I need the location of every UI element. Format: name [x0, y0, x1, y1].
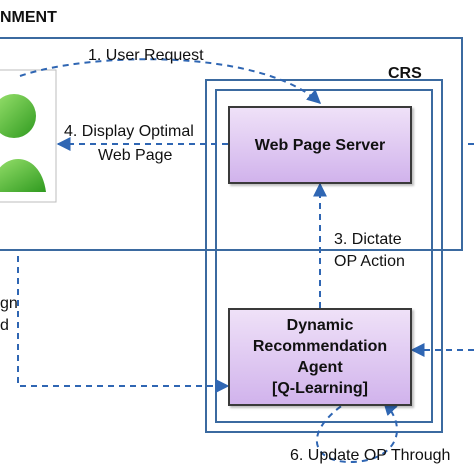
agent-label-2: Recommendation	[252, 338, 388, 355]
agent-label-1: Dynamic	[286, 317, 354, 334]
crs-title: CRS	[388, 65, 422, 82]
web-page-server-label: Web Page Server	[254, 136, 386, 154]
display-page-label-1: 4. Display Optimal	[64, 123, 194, 140]
display-page-label-2: Web Page	[98, 147, 173, 164]
update-label: 6. Update OP Through	[290, 447, 451, 464]
left-fragment-1: gn	[0, 295, 18, 312]
left-input-arrow	[17, 256, 230, 393]
left-fragment-2: d	[0, 317, 9, 334]
user-request-label: 1. User Request	[88, 47, 204, 64]
environment-title: NMENT	[0, 9, 57, 26]
crs-frame-outer	[205, 79, 443, 433]
user-avatar-icon	[0, 94, 46, 192]
recommendation-agent-box: Dynamic Recommendation Agent [Q-Learning…	[228, 308, 412, 406]
dictate-label-2: OP Action	[334, 253, 405, 270]
web-page-server-box: Web Page Server	[228, 106, 412, 184]
dictate-label-1: 3. Dictate	[334, 231, 402, 248]
agent-label-3: Agent	[297, 359, 343, 376]
agent-label-4: [Q-Learning]	[272, 380, 368, 397]
user-request-arrow	[19, 58, 322, 104]
